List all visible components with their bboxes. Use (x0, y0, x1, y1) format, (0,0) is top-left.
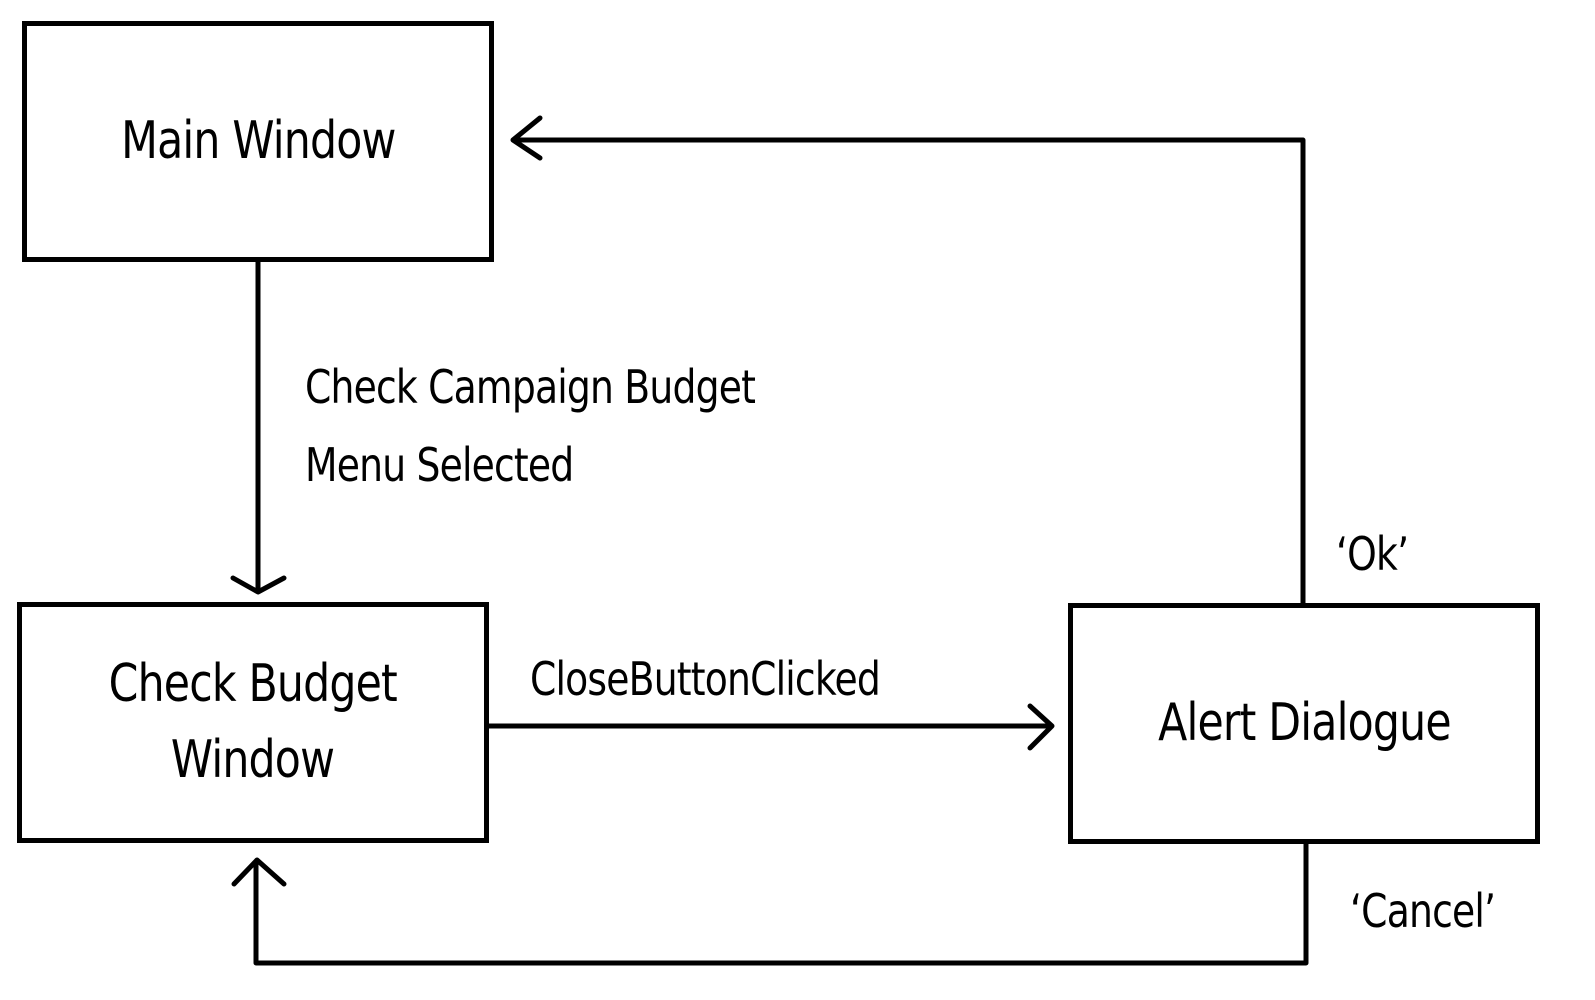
edge-alert-to-check-arrowhead (231, 857, 287, 887)
state-alert-dialogue-label: Alert Dialogue (1157, 692, 1451, 753)
transition-menu-selected-line1: Check Campaign Budget (305, 360, 756, 414)
transition-ok-label: ‘Ok’ (1336, 527, 1409, 581)
edge-alert-to-main-arrowhead (510, 115, 543, 161)
transition-cancel-label: ‘Cancel’ (1350, 884, 1496, 938)
state-main-window: Main Window (22, 21, 494, 262)
edge-alert-to-main-line (512, 137, 1306, 606)
edge-check-to-alert-arrowhead (1027, 703, 1055, 751)
edge-alert-to-check-line (253, 841, 1309, 966)
edge-main-to-check-arrowhead (230, 575, 287, 595)
state-check-budget-window-label-line2: Window (171, 729, 335, 790)
state-main-window-label: Main Window (120, 110, 396, 171)
state-check-budget-window-label-line1: Check Budget (108, 654, 398, 715)
transition-close-button-clicked-label: CloseButtonClicked (530, 652, 881, 706)
transition-menu-selected-label: Check Campaign Budget Menu Selected (305, 348, 756, 504)
state-check-budget-window: Check Budget Window (17, 602, 489, 843)
state-alert-dialogue: Alert Dialogue (1068, 603, 1540, 844)
transition-menu-selected-line2: Menu Selected (305, 438, 574, 493)
